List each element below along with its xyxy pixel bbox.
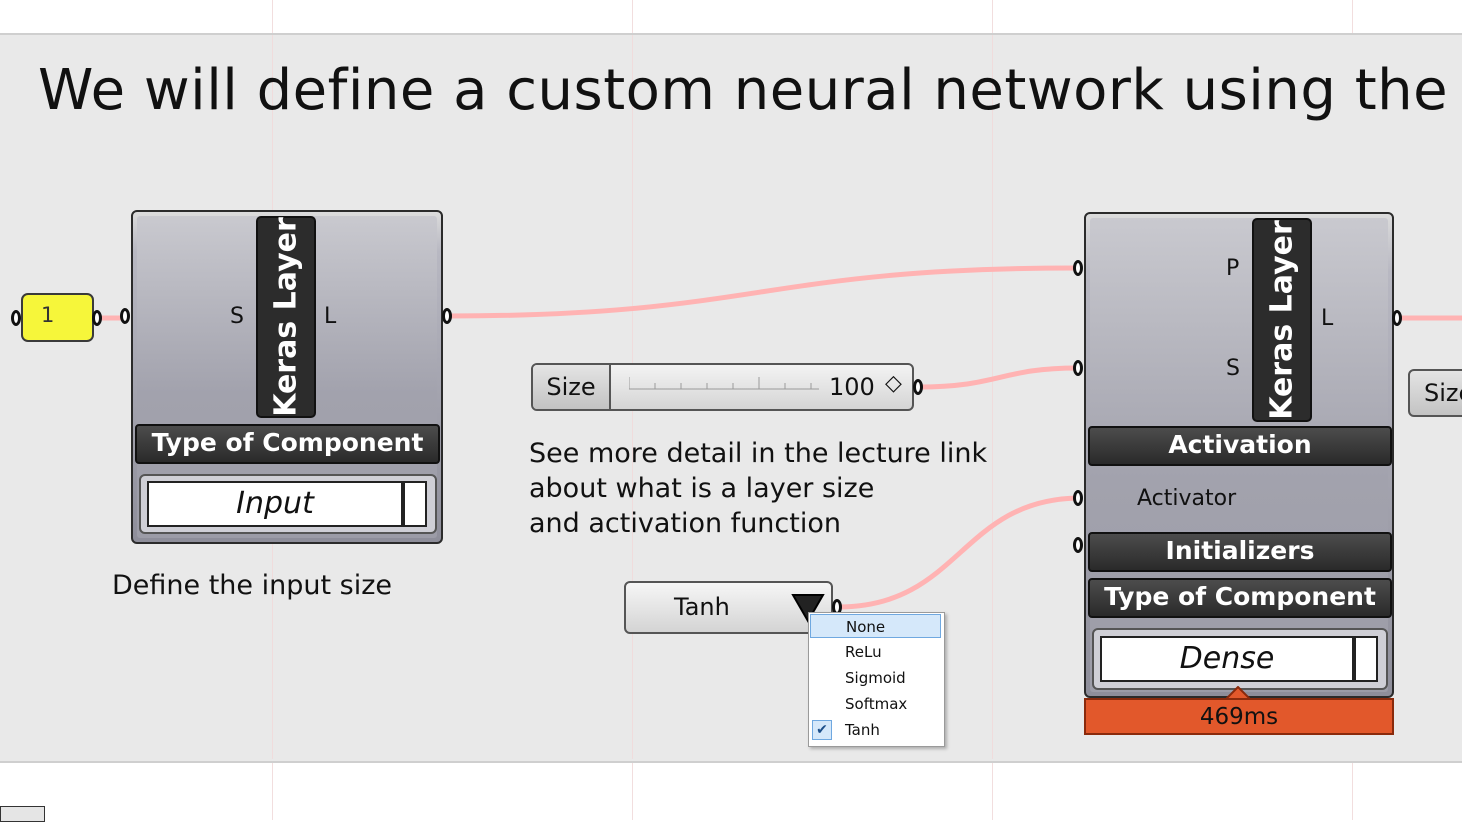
input-l-port[interactable] [442, 308, 452, 324]
value-list-dropdown[interactable]: None ReLu Sigmoid Softmax ✔ Tanh [808, 612, 945, 747]
note-input-size: Define the input size [112, 570, 392, 601]
slider-value: 100 [829, 373, 875, 401]
dropdown-arrow-icon[interactable] [791, 591, 825, 623]
wire-list-to-activator [837, 495, 1079, 610]
dropdown-item-softmax[interactable]: Softmax [810, 692, 941, 716]
port-label-s: S [230, 304, 244, 329]
input-s-port[interactable] [120, 308, 130, 324]
dropdown-item-label: Tanh [845, 721, 880, 739]
check-icon: ✔ [812, 720, 832, 740]
size-slider[interactable]: Size 100 ◇ [531, 363, 914, 411]
value-list-selected: Tanh [674, 593, 730, 621]
canvas-gridline [992, 35, 993, 759]
panel-input-port[interactable] [11, 310, 21, 326]
number-panel-value: 1 [41, 303, 55, 327]
group-heading: We will define a custom neural network u… [38, 58, 1462, 123]
note-detail-3: and activation function [529, 508, 841, 539]
dropdown-item-label: ReLu [845, 643, 882, 661]
slider-label: Size [1424, 379, 1462, 407]
dropdown-item-relu[interactable]: ReLu [810, 640, 941, 664]
value-box-frame: Input [139, 474, 437, 534]
dropdown-item-none[interactable]: None [810, 614, 941, 638]
wire-slider-to-s [917, 365, 1079, 390]
slider-ticks [629, 377, 819, 390]
port-label-l: L [1321, 306, 1334, 331]
port-label-s: S [1226, 356, 1240, 381]
number-panel[interactable]: 1 [21, 293, 94, 342]
dense-l-port[interactable] [1392, 310, 1402, 326]
component-name-bar: Keras Layer [1252, 218, 1312, 422]
dropdown-item-sigmoid[interactable]: Sigmoid [810, 666, 941, 690]
dense-activator-port[interactable] [1073, 490, 1083, 506]
activation-section: Activation [1088, 426, 1392, 466]
dense-initializers-port[interactable] [1073, 537, 1083, 553]
dropdown-item-tanh[interactable]: ✔ Tanh [810, 718, 941, 742]
port-label-l: L [324, 304, 337, 329]
initializers-section[interactable]: Initializers [1088, 532, 1392, 572]
slider-output-port[interactable] [913, 379, 923, 395]
component-name: Keras Layer [268, 217, 304, 417]
dropdown-item-label: Sigmoid [845, 669, 906, 687]
component-type-value[interactable]: Input [147, 481, 403, 527]
dense-p-port[interactable] [1073, 260, 1083, 276]
dense-s-port[interactable] [1073, 360, 1083, 376]
profiler-timer: 469ms [1084, 698, 1394, 735]
timer-pointer-icon [1226, 686, 1250, 700]
port-label-activator: Activator [1137, 486, 1237, 511]
port-label-p: P [1226, 256, 1240, 281]
component-type-value[interactable]: Dense [1100, 636, 1354, 682]
slider-grip-icon[interactable]: ◇ [885, 371, 902, 396]
component-name-bar: Keras Layer [256, 216, 316, 418]
value-box-button[interactable] [403, 481, 427, 527]
type-of-component-section: Type of Component [135, 424, 440, 464]
input-layer-component[interactable]: Keras Layer S L Type of Component Input [131, 210, 443, 544]
panel-output-port[interactable] [92, 310, 102, 326]
component-name: Keras Layer [1264, 220, 1300, 420]
dropdown-item-label: None [846, 618, 886, 636]
value-box-frame: Dense [1092, 628, 1388, 690]
dense-layer-component[interactable]: Keras Layer P S L Activation Activator I… [1084, 212, 1394, 698]
size-slider-partial[interactable]: Size [1408, 369, 1462, 417]
value-box-button[interactable] [1354, 636, 1378, 682]
activation-value-list[interactable]: Tanh [624, 581, 833, 634]
note-detail-1: See more detail in the lecture link [529, 438, 988, 469]
slider-label: Size [533, 365, 611, 409]
note-detail-2: about what is a layer size [529, 473, 875, 504]
type-of-component-section: Type of Component [1088, 578, 1392, 618]
wire-input-to-p [447, 265, 1079, 319]
dropdown-item-label: Softmax [845, 695, 908, 713]
